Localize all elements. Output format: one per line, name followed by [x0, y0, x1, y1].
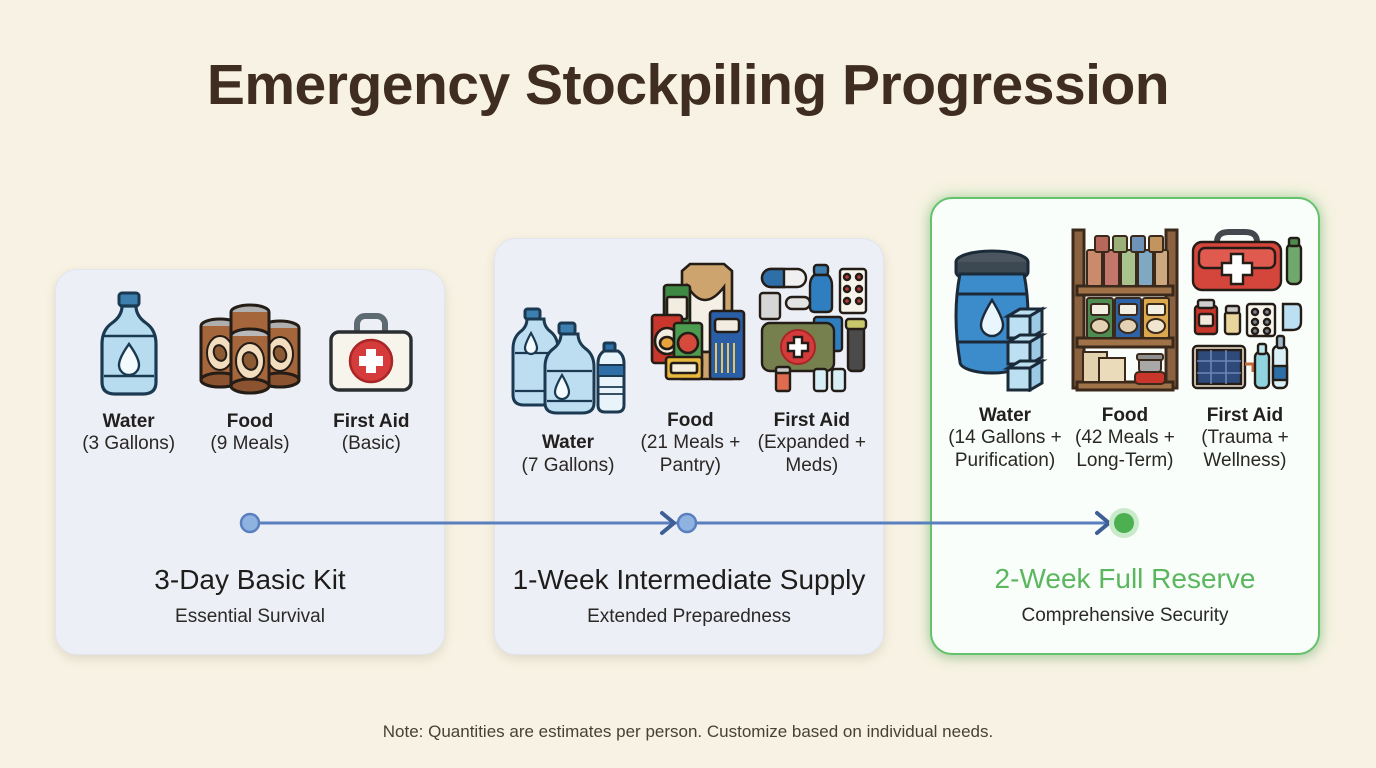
card-title: 3-Day Basic Kit: [154, 564, 346, 596]
item-name: Food: [226, 411, 274, 432]
trauma-bag-supplies-icon: [1185, 217, 1305, 392]
item-qty: (3 Gallons): [82, 433, 176, 455]
stage-3-footer: 2-Week Full Reserve Comprehensive Securi…: [932, 562, 1318, 627]
stage-card-1[interactable]: Water (3 Gallons): [55, 269, 445, 655]
stage-1-icon-row: Water (3 Gallons): [70, 288, 430, 456]
stage-1-footer: 3-Day Basic Kit Essential Survival: [56, 563, 444, 628]
card-title: 2-Week Full Reserve: [994, 563, 1256, 595]
stage-card-3[interactable]: Water (14 Gallons + Purification): [930, 197, 1320, 655]
canned-food-icon: [198, 288, 302, 398]
item-name: Water: [102, 411, 155, 432]
first-aid-kit-icon: [325, 288, 417, 398]
item-qty: (7 Gallons): [521, 454, 615, 476]
stage-3-icon-row: Water (14 Gallons + Purification): [946, 217, 1304, 472]
item-qty: (9 Meals): [210, 433, 290, 455]
pantry-shelf-icon: [1069, 217, 1181, 392]
card-subtitle: Comprehensive Security: [1021, 605, 1229, 626]
water-jug-icon: [92, 288, 166, 398]
item-qty: (14 Gallons + Purification): [948, 427, 1062, 471]
stage-2-item-food: Food (21 Meals + Pantry): [631, 257, 750, 477]
item-name: First Aid: [1206, 405, 1284, 426]
stage-2-item-water: Water (7 Gallons): [509, 279, 627, 477]
item-name: Food: [1101, 405, 1149, 426]
stage-2-footer: 1-Week Intermediate Supply Extended Prep…: [495, 563, 883, 628]
item-qty: (Expanded + Meds): [757, 432, 866, 476]
item-qty: (Trauma + Wellness): [1201, 427, 1289, 471]
stage-1-item-water: Water (3 Gallons): [70, 288, 187, 456]
item-qty: (42 Meals + Long-Term): [1075, 427, 1175, 471]
item-name: Food: [667, 410, 714, 431]
stage-3-item-first-aid: First Aid (Trauma + Wellness): [1186, 217, 1304, 472]
stage-1-item-first-aid: First Aid (Basic): [313, 288, 430, 456]
item-name: Water: [541, 432, 595, 454]
item-qty: (21 Meals + Pantry): [640, 432, 741, 476]
card-subtitle: Extended Preparedness: [587, 606, 791, 627]
card-title: 1-Week Intermediate Supply: [512, 564, 866, 596]
first-aid-bag-meds-icon: [754, 257, 870, 397]
stage-2-icon-row: Water (7 Gallons): [509, 257, 869, 477]
card-subtitle: Essential Survival: [175, 606, 325, 627]
assorted-pantry-food-icon: [630, 257, 750, 397]
stage-3-item-food: Food (42 Meals + Long-Term): [1068, 217, 1182, 472]
stage-3-item-water: Water (14 Gallons + Purification): [946, 217, 1064, 472]
water-barrel-cubes-icon: [946, 217, 1064, 392]
stage-1-item-food: Food (9 Meals): [191, 288, 308, 456]
stage-2-item-first-aid: First Aid (Expanded + Meds): [754, 257, 870, 477]
item-name: Water: [978, 405, 1032, 426]
footer-note: Note: Quantities are estimates per perso…: [382, 722, 994, 741]
water-jugs-bottle-icon: [509, 279, 627, 419]
page-title: Emergency Stockpiling Progression: [206, 53, 1170, 117]
stage-card-2[interactable]: Water (7 Gallons): [494, 238, 884, 655]
item-name: First Aid: [773, 410, 850, 431]
item-name: First Aid: [333, 411, 410, 432]
item-qty: (Basic): [341, 433, 401, 455]
